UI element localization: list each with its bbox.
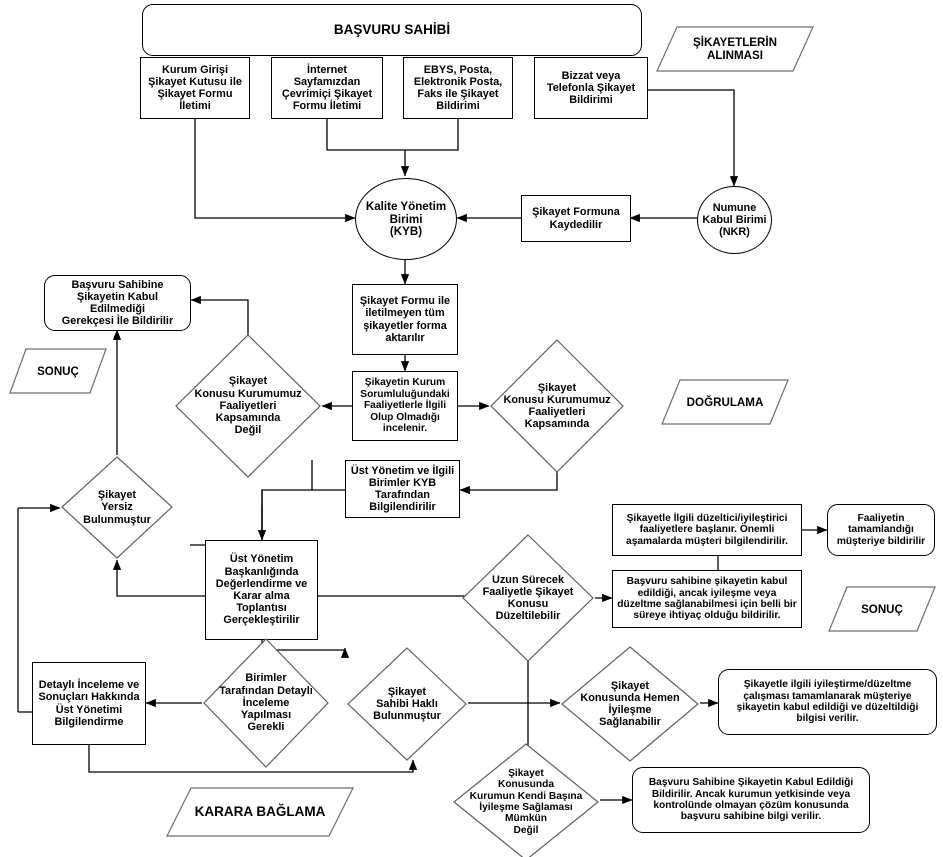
node-detayli-inceleme-bilgilendirme[interactable]: Detaylı İnceleme ve Sonuçları Hakkında Ü… [32, 662, 146, 745]
phase-label: SONUÇ [861, 602, 903, 616]
node-birimler-detayli-inceleme[interactable]: Birimler Tarafından Detaylı İnceleme Yap… [202, 637, 330, 769]
node-label: Şikayet Formuna Kaydedilir [532, 206, 620, 231]
node-sikayet-yersiz[interactable]: Şikayet Yersiz Bulunmuştur [60, 455, 174, 560]
node-label: Detaylı İnceleme ve Sonuçları Hakkında Ü… [38, 679, 140, 728]
node-uzun-surecek[interactable]: Uzun Sürecek Faaliyetle Şikayet Konusu D… [461, 533, 595, 663]
node-basvuru-sahibine-kabul-edilmedigi[interactable]: Başvuru Sahibine Şikayetin Kabul Edilmed… [44, 275, 191, 331]
phase-sonuc-top: SONUÇ [8, 347, 108, 395]
node-label: Kurum Girişi Şikayet Kutusu ile Şikayet … [148, 63, 242, 113]
phase-sonuc-right: SONUÇ [827, 585, 937, 633]
node-sikayet-sahibi-hakli[interactable]: Şikayet Sahibi Haklı Bulunmuştur [346, 646, 468, 762]
node-label: Başvuru Sahibine Şikayetin Kabul Edilmed… [61, 278, 174, 328]
node-basvuru-sahibine-sure[interactable]: Başvuru sahibine şikayetin kabul edildiğ… [612, 570, 802, 628]
node-label: Başvuru Sahibine Şikayetin Kabul Edildiğ… [648, 777, 854, 823]
node-sikayet-formu-ile-iletilmeyen[interactable]: Şikayet Formu ile iletilmeyen tüm şikaye… [352, 284, 458, 355]
node-kurumun-kendi-basina-degil[interactable]: Şikayet Konusunda Kurumun Kendi Başına İ… [452, 742, 600, 857]
phase-karara-baglama: KARARA BAĞLAMA [165, 786, 355, 838]
node-label: Şikayetle ilgili iyileştirme/düzeltme ça… [736, 679, 919, 725]
node-kapsaminda[interactable]: Şikayet Konusu Kurumumuz Faaliyetleri Ka… [489, 338, 625, 474]
node-hemen-iyilesme[interactable]: Şikayet Konusunda Hemen İyileşme Sağlana… [560, 645, 700, 763]
diamond-shape [453, 743, 599, 857]
node-iyilestirme-tamamlanarak[interactable]: Şikayetle ilgili iyileştirme/düzeltme ça… [718, 669, 937, 735]
node-bizzat-telefonla[interactable]: Bizzat veya Telefonla Şikayet Bildirimi [534, 57, 648, 119]
diamond-shape [175, 334, 321, 478]
node-ebys-posta[interactable]: EBYS, Posta, Elektronik Posta, Faks ile … [403, 57, 513, 119]
node-label: Kalite Yönetim Birimi (KYB) [365, 199, 447, 239]
node-label: Şikayetin Kurum Sorumluluğundaki Faaliye… [360, 377, 450, 435]
node-label: Şikayet Konusunda Kurumun Kendi Başına İ… [469, 767, 583, 836]
node-label: Üst Yönetim Başkanlığında Değerlendirme … [215, 553, 308, 627]
node-label: EBYS, Posta, Elektronik Posta, Faks ile … [413, 63, 503, 113]
node-duzeltici-faaliyetler[interactable]: Şikayetle İlgili düzeltici/iyileştirici … [612, 504, 802, 556]
parallelogram-shape [661, 379, 789, 425]
diamond-shape [561, 646, 699, 762]
node-label: İnternet Sayfamızdan Çevrimiçi Şikayet F… [281, 63, 373, 113]
node-label: Şikayet Sahibi Haklı Bulunmuştur [373, 685, 441, 723]
phase-sikayetlerin-alinmasi: ŞİKAYETLERİN ALINMASI [655, 25, 815, 73]
node-kurum-girisi[interactable]: Kurum Girişi Şikayet Kutusu ile Şikayet … [140, 57, 250, 119]
phase-label: SONUÇ [37, 364, 79, 378]
parallelogram-shape [166, 787, 354, 837]
node-label: Başvuru sahibine şikayetin kabul edildiğ… [617, 576, 797, 622]
node-label: Üst Yönetim ve İlgili Birimler KYB Taraf… [350, 464, 455, 514]
phase-dogrulama: DOĞRULAMA [660, 378, 790, 426]
node-label: Birimler Tarafından Detaylı İnceleme Yap… [219, 672, 313, 734]
node-ust-yonetim-toplanti[interactable]: Üst Yönetim Başkanlığında Değerlendirme … [205, 540, 318, 640]
node-kalite-yonetim-birimi[interactable]: Kalite Yönetim Birimi (KYB) [355, 178, 457, 260]
node-label: Şikayet Konusu Kurumumuz Faaliyetleri Ka… [194, 375, 302, 437]
node-numune-kabul-birimi[interactable]: Numune Kabul Birimi (NKR) [697, 186, 772, 254]
node-label: Şikayet Konusunda Hemen İyileşme Sağlana… [580, 679, 680, 729]
node-label: Şikayet Konusu Kurumumuz Faaliyetleri Ka… [503, 381, 611, 431]
node-label: Faaliyetin tamamlandığı müşteriye bildir… [836, 512, 926, 547]
phase-label: KARARA BAĞLAMA [194, 804, 326, 820]
node-label: Numune Kabul Birimi (NKR) [702, 201, 767, 239]
node-faaliyetin-tamamlandigi[interactable]: Faaliyetin tamamlandığı müşteriye bildir… [827, 504, 935, 556]
node-basvuru-sahibine-yetki-disi[interactable]: Başvuru Sahibine Şikayetin Kabul Edildiğ… [632, 767, 870, 833]
parallelogram-shape [656, 26, 814, 72]
node-label: Şikayet Yersiz Bulunmuştur [83, 489, 151, 526]
phase-label: ŞİKAYETLERİN ALINMASI [693, 36, 777, 62]
node-kapsaminda-degil[interactable]: Şikayet Konusu Kurumumuz Faaliyetleri Ka… [174, 333, 322, 479]
parallelogram-shape [828, 586, 936, 632]
diamond-shape [61, 456, 173, 559]
node-sikayetin-kurum-sorumlulugundaki[interactable]: Şikayetin Kurum Sorumluluğundaki Faaliye… [352, 371, 458, 441]
node-label: Şikayet Formu ile iletilmeyen tüm şikaye… [359, 295, 451, 344]
node-ust-yonetim-bilgilendirilir[interactable]: Üst Yönetim ve İlgili Birimler KYB Taraf… [345, 460, 460, 518]
node-internet-sayfamizdan[interactable]: İnternet Sayfamızdan Çevrimiçi Şikayet F… [271, 57, 383, 119]
node-label: Uzun Sürecek Faaliyetle Şikayet Konusu D… [482, 573, 574, 623]
node-label: BAŞVURU SAHİBİ [333, 22, 451, 38]
node-sikayet-formuna-kaydedilir[interactable]: Şikayet Formuna Kaydedilir [521, 195, 631, 242]
phase-label: DOĞRULAMA [686, 395, 764, 409]
node-basvuru-sahibi[interactable]: BAŞVURU SAHİBİ [142, 4, 642, 56]
node-label: Bizzat veya Telefonla Şikayet Bildirimi [546, 69, 636, 107]
node-label: Şikayetle İlgili düzeltici/iyileştirici … [626, 512, 788, 547]
parallelogram-shape [9, 348, 107, 394]
